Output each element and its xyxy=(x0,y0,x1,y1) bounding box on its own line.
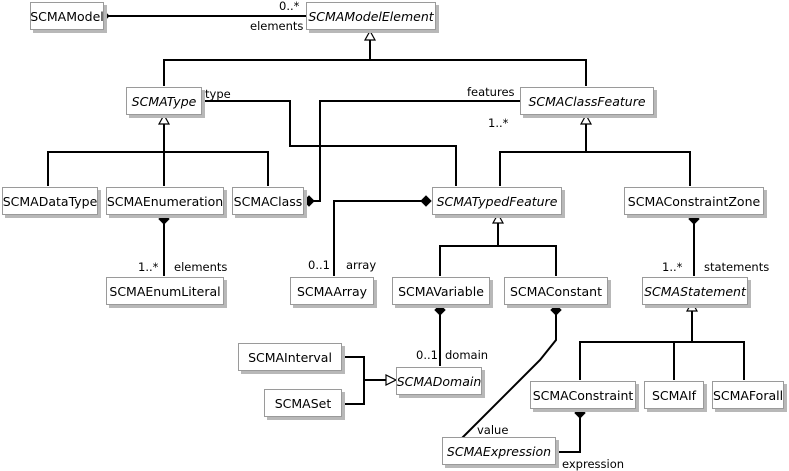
class-scma-model[interactable]: SCMAModel xyxy=(30,2,104,30)
elements-role: elements xyxy=(250,19,304,33)
features-multiplicity: 1..* xyxy=(488,116,509,130)
forall-generalization-line xyxy=(692,341,745,380)
enum-elements-multiplicity: 1..* xyxy=(138,260,159,274)
class-scma-type[interactable]: SCMAType xyxy=(126,87,202,115)
features-role: features xyxy=(467,85,515,99)
expression-composition-line xyxy=(556,414,581,453)
class-scma-constraint[interactable]: SCMAConstraint xyxy=(530,381,636,409)
class-scma-set[interactable]: SCMASet xyxy=(264,389,342,417)
class-scma-forall[interactable]: SCMAForall xyxy=(712,381,784,409)
enum-elements-role: elements xyxy=(174,260,228,274)
generalization-arrowhead xyxy=(363,29,377,41)
composition-diamond xyxy=(420,195,432,207)
composition-diamond xyxy=(688,213,700,225)
variable-generalization-line xyxy=(439,223,499,276)
generalization-arrowhead xyxy=(385,374,398,386)
data-type-generalization-line xyxy=(47,123,165,186)
composition-diamond xyxy=(434,304,446,316)
class-scma-variable[interactable]: SCMAVariable xyxy=(392,277,490,305)
generalization-arrowhead xyxy=(157,113,171,125)
array-role: array xyxy=(346,258,377,272)
array-composition-line xyxy=(333,200,422,276)
class-scma-model-element[interactable]: SCMAModelElement xyxy=(306,2,436,30)
constraint-zone-generalization-line xyxy=(586,151,691,186)
class-scma-enumeration[interactable]: SCMAEnumeration xyxy=(106,187,224,215)
class-scma-class-feature[interactable]: SCMAClassFeature xyxy=(520,87,654,115)
statements-role: statements xyxy=(704,260,770,274)
composition-diamond xyxy=(574,407,586,419)
interval-generalization-line xyxy=(342,356,386,381)
generalization-arrowhead xyxy=(685,300,699,312)
constant-generalization-line xyxy=(498,245,557,276)
statements-multiplicity: 1..* xyxy=(662,260,683,274)
class-scma-constraint-zone[interactable]: SCMAConstraintZone xyxy=(624,187,764,215)
composition-diamond xyxy=(303,195,315,207)
generalization-arrowhead xyxy=(491,212,505,224)
type-association-line xyxy=(203,100,457,186)
class-generalization-line xyxy=(164,151,269,186)
generalization-arrowhead xyxy=(579,113,593,125)
class-scma-interval[interactable]: SCMAInterval xyxy=(238,343,342,371)
class-scma-class[interactable]: SCMAClass xyxy=(232,187,304,215)
class-scma-statement[interactable]: SCMAStatement xyxy=(642,277,748,305)
array-multiplicity: 0..1 xyxy=(308,258,330,272)
composition-diamond xyxy=(550,304,562,316)
domain-multiplicity: 0..1 xyxy=(416,348,438,362)
elements-multiplicity: 0..* xyxy=(279,0,300,13)
class-scma-if[interactable]: SCMAIf xyxy=(644,381,704,409)
domain-role: domain xyxy=(445,348,489,362)
class-feature-generalization-line xyxy=(370,59,587,86)
composition-diamond xyxy=(158,213,170,225)
type-generalization-line xyxy=(163,40,371,86)
set-generalization-line xyxy=(342,380,365,405)
class-scma-domain[interactable]: SCMADomain xyxy=(396,367,482,395)
class-scma-constant[interactable]: SCMAConstant xyxy=(504,277,608,305)
class-scma-array[interactable]: SCMAArray xyxy=(290,277,374,305)
class-scma-expression[interactable]: SCMAExpression xyxy=(442,437,556,465)
constraint-generalization-line xyxy=(579,310,693,380)
features-association-line xyxy=(312,100,520,202)
class-scma-enum-literal[interactable]: SCMAEnumLiteral xyxy=(106,277,224,305)
typed-feature-generalization-line xyxy=(499,123,587,186)
value-role: value xyxy=(477,423,509,437)
type-role: type xyxy=(205,87,231,101)
expression-role: expression xyxy=(562,457,625,471)
class-scma-data-type[interactable]: SCMADataType xyxy=(2,187,98,215)
class-scma-typed-feature[interactable]: SCMATypedFeature xyxy=(432,187,562,215)
